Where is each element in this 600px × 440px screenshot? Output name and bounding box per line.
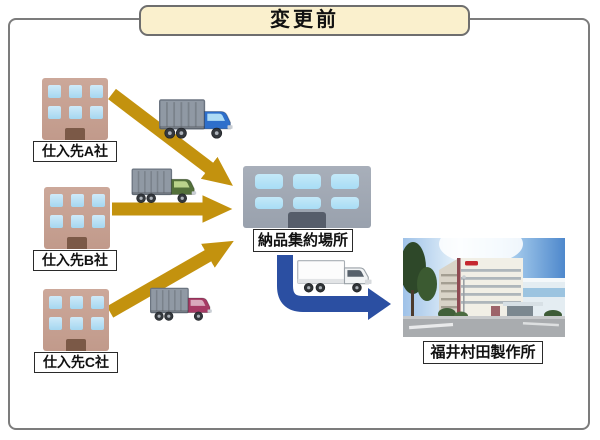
title-before-badge: 変更前 xyxy=(139,5,470,36)
blue-truck-icon xyxy=(159,99,233,139)
factory-photo xyxy=(403,238,565,337)
window xyxy=(293,174,321,189)
building-door xyxy=(66,339,86,351)
window xyxy=(49,194,63,207)
building-windows xyxy=(43,289,109,330)
building-door xyxy=(65,128,85,140)
window xyxy=(68,106,82,119)
window xyxy=(89,85,103,98)
arrow-supplier-a-to-hub xyxy=(108,88,233,186)
building-windows xyxy=(243,166,371,209)
arrow-supplier-c-to-hub xyxy=(106,240,234,318)
window xyxy=(331,197,359,209)
supplier-a-label: 仕入先A社 xyxy=(33,141,117,162)
window xyxy=(70,215,84,228)
magenta-truck-icon xyxy=(150,287,212,321)
window xyxy=(331,174,359,189)
window xyxy=(69,296,83,309)
window xyxy=(89,106,103,119)
factory-label: 福井村田製作所 xyxy=(423,341,543,364)
window xyxy=(293,197,321,209)
window xyxy=(70,194,84,207)
window xyxy=(91,194,105,207)
building-windows xyxy=(42,78,108,119)
green-truck-icon xyxy=(131,168,197,204)
supplier-b-building-icon xyxy=(44,187,110,249)
building-door xyxy=(67,237,87,249)
window xyxy=(91,215,105,228)
window xyxy=(47,106,61,119)
window xyxy=(255,174,283,189)
supplier-b-label: 仕入先B社 xyxy=(33,250,117,271)
window xyxy=(48,317,62,330)
building-windows xyxy=(44,187,110,228)
white-delivery-truck-icon xyxy=(297,260,372,293)
window xyxy=(90,296,104,309)
window xyxy=(48,296,62,309)
window xyxy=(68,85,82,98)
window xyxy=(69,317,83,330)
window xyxy=(90,317,104,330)
arrow-hub-to-factory xyxy=(277,255,391,320)
building-door xyxy=(288,212,326,228)
hub-building-icon xyxy=(243,166,371,228)
window xyxy=(255,197,283,209)
supplier-c-label: 仕入先C社 xyxy=(34,352,118,373)
window xyxy=(49,215,63,228)
hub-label: 納品集約場所 xyxy=(253,229,353,252)
window xyxy=(47,85,61,98)
supplier-a-building-icon xyxy=(42,78,108,140)
supplier-c-building-icon xyxy=(43,289,109,351)
